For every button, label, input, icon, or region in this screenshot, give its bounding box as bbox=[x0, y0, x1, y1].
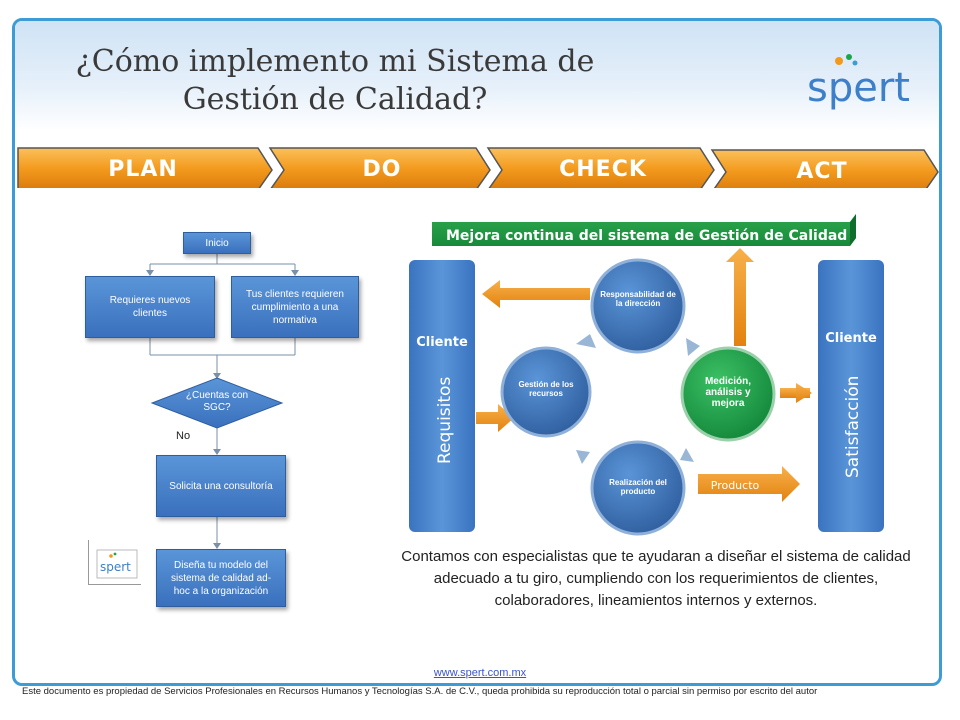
page-title: ¿Cómo implemento mi Sistema de Gestión d… bbox=[55, 43, 615, 119]
cycle-chevrons bbox=[576, 334, 700, 464]
phase-do: DO bbox=[268, 147, 491, 188]
flow-step-diseno: Diseña tu modelo del sistema de calidad … bbox=[156, 549, 286, 607]
left-column-label: Requisitos bbox=[435, 377, 455, 464]
client-satisfaction-column: Cliente Satisfacción bbox=[818, 260, 884, 532]
flow-step-diseno-label: Diseña tu modelo del sistema de calidad … bbox=[170, 559, 272, 597]
circle-responsabilidad-label: Responsabilidad de la dirección bbox=[600, 290, 676, 308]
spert-logo: spert bbox=[807, 54, 910, 111]
circle-medicion-label: Medición, análisis y mejora bbox=[704, 376, 752, 409]
logo-text: spert bbox=[807, 65, 910, 111]
phase-act-label: ACT bbox=[796, 159, 847, 184]
pdca-bar: PLAN DO CHECK ACT bbox=[17, 147, 939, 188]
flow-start-label: Inicio bbox=[205, 237, 229, 249]
flow-branch-right-label: Tus clientes requieren cumplimiento a un… bbox=[245, 288, 344, 326]
product-arrow: Producto bbox=[698, 466, 800, 502]
phase-act: ACT bbox=[710, 149, 939, 188]
header-band bbox=[15, 21, 939, 131]
circle-medicion: Medición, análisis y mejora bbox=[680, 346, 776, 442]
flow-branch-right: Tus clientes requieren cumplimiento a un… bbox=[231, 276, 359, 338]
circle-realizacion: Realización del producto bbox=[590, 440, 686, 536]
orange-arrows bbox=[476, 248, 812, 432]
flow-step-consultoria: Solicita una consultoría bbox=[156, 455, 286, 517]
circle-recursos: Gestión de los recursos bbox=[500, 346, 592, 438]
circle-recursos-label: Gestión de los recursos bbox=[518, 380, 574, 398]
description-text: Contamos con especialistas que te ayudar… bbox=[401, 548, 911, 609]
mini-logo-text: spert bbox=[100, 560, 131, 574]
improvement-banner-label: Mejora continua del sistema de Gestión d… bbox=[446, 228, 847, 244]
flow-no-label: No bbox=[176, 430, 191, 442]
title-line-1: ¿Cómo implemento mi Sistema de bbox=[75, 44, 595, 79]
mini-spert-logo: spert bbox=[88, 540, 141, 585]
circle-responsabilidad: Responsabilidad de la dirección bbox=[590, 258, 686, 354]
title-line-2: Gestión de Calidad? bbox=[182, 82, 488, 117]
improvement-banner: Mejora continua del sistema de Gestión d… bbox=[432, 214, 856, 246]
website-link[interactable]: www.spert.com.mx bbox=[433, 667, 527, 679]
circle-realizacion-label: Realización del producto bbox=[609, 478, 667, 496]
flow-branch-left-label: Requieres nuevos clientes bbox=[109, 295, 191, 319]
phase-check-label: CHECK bbox=[559, 157, 647, 182]
left-column-title: Cliente bbox=[416, 335, 468, 350]
phase-check: CHECK bbox=[486, 147, 715, 188]
footer-disclaimer: Este documento es propiedad de Servicios… bbox=[22, 686, 818, 697]
client-requirements-column: Cliente Requisitos bbox=[409, 260, 475, 532]
flow-decision-label: ¿Cuentas con SGC? bbox=[185, 390, 249, 413]
flow-branch-left: Requieres nuevos clientes bbox=[85, 276, 215, 338]
flow-start: Inicio bbox=[183, 232, 251, 254]
phase-plan-label: PLAN bbox=[108, 157, 178, 182]
decision-diamond bbox=[150, 377, 284, 429]
phase-plan: PLAN bbox=[17, 147, 273, 188]
phase-do-label: DO bbox=[363, 157, 402, 182]
flow-step-consultoria-label: Solicita una consultoría bbox=[169, 480, 273, 492]
right-column-label: Satisfacción bbox=[843, 376, 863, 478]
right-column-title: Cliente bbox=[825, 331, 877, 346]
product-arrow-label: Producto bbox=[711, 479, 760, 492]
